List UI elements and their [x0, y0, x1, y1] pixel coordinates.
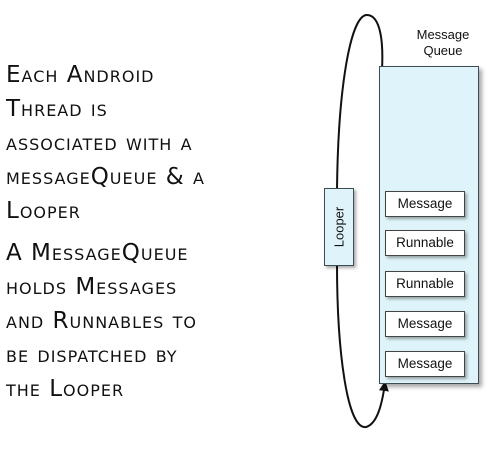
looper-label: Looper — [331, 206, 347, 248]
queue-item-runnable: Runnable — [385, 230, 465, 256]
bullet-queue-holds: A MessageQueue holds Messages and Runnab… — [6, 240, 197, 402]
bullet-list: Each Android Thread is associated with a… — [6, 58, 326, 406]
queue-item-message: Message — [385, 191, 465, 217]
looper-box: Looper — [324, 188, 354, 266]
queue-item-message: Message — [385, 311, 465, 337]
queue-item-runnable: Runnable — [385, 271, 465, 297]
bullet-thread-association: Each Android Thread is associated with a… — [6, 62, 205, 224]
message-queue: Message Runnable Runnable Message Messag… — [379, 66, 479, 384]
queue-title: Message Queue — [416, 27, 470, 58]
queue-item-message: Message — [385, 351, 465, 377]
